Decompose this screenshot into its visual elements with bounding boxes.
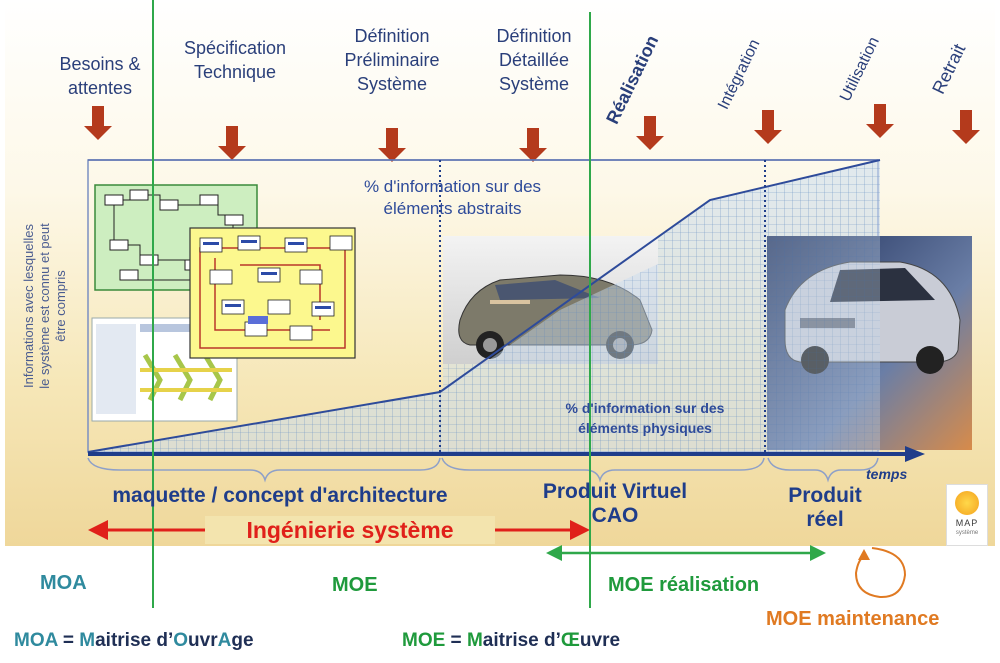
role-moe-realisation: MOE réalisation (608, 574, 760, 596)
role-moe: MOE (332, 574, 378, 596)
role-moa: MOA (40, 572, 87, 594)
label-maquette: maquette / concept d'architecture (112, 484, 448, 507)
map-logo-subtext: système (955, 530, 979, 536)
phase-definition-detaillee: Définition Détaillée Système (496, 26, 572, 94)
phase-arrow-realisation (636, 116, 664, 150)
phase-definition-preliminaire: Définition Préliminaire Système (344, 26, 440, 94)
legend-segment: uvr (188, 630, 218, 651)
phase-arrow-definition-detaillee (519, 128, 547, 162)
map-logo-text: MAP (955, 518, 979, 528)
phase-arrow-utilisation (866, 104, 894, 138)
label-y-axis: Informations avec lesquelles le système … (21, 223, 68, 389)
phase-arrow-retrait (952, 110, 980, 144)
legend-segment: aitrise d’ (482, 630, 561, 651)
legend-segment: M (466, 630, 483, 651)
label-produit-reel: Produit réel (788, 484, 862, 531)
label-abstract-info: % d'information sur des éléments abstrai… (363, 177, 542, 218)
brace-reel (767, 457, 879, 483)
legend-segment: MOE (402, 630, 446, 651)
phase-arrow-specification (218, 126, 246, 160)
map-logo: MAP système (946, 484, 988, 546)
legend-segment: uvre (579, 630, 621, 651)
information-curve (87, 159, 881, 453)
legend-moe-definition: MOE = Maitrise d’Œuvre (402, 630, 620, 652)
legend-segment: MOA (14, 630, 58, 651)
label-physical-info: % d'information sur des éléments physiqu… (565, 400, 725, 436)
phase-arrow-definition-preliminaire (378, 128, 406, 162)
brace-virtuel (441, 457, 765, 483)
legend-segment: aitrise d’ (95, 630, 174, 651)
legend-segment: = (57, 630, 80, 651)
legend-segment: Œ (560, 630, 580, 651)
phase-arrow-besoins (84, 106, 112, 140)
legend-segment: = (445, 630, 467, 651)
role-moe-maintenance: MOE maintenance (766, 608, 940, 630)
legend-segment: O (173, 630, 189, 651)
label-produit-virtuel: Produit Virtuel CAO (542, 480, 688, 527)
phase-specification: Spécification Technique (183, 38, 287, 82)
phase-arrow-integration (754, 110, 782, 144)
phase-besoins: Besoins & attentes (59, 54, 141, 98)
system-diagram-thumbnails (91, 184, 356, 422)
label-ingenierie-systeme: Ingénierie système (205, 516, 495, 544)
information-area (88, 160, 880, 452)
maintenance-loop-icon (854, 547, 907, 599)
legend-segment: M (79, 630, 96, 651)
label-time-axis: temps (866, 466, 908, 482)
legend-segment: A (217, 630, 232, 651)
brace-maquette (87, 457, 441, 483)
legend-segment: ge (231, 630, 254, 651)
legend-moa-definition: MOA = Maitrise d’OuvrAge (14, 630, 254, 652)
sun-icon (955, 491, 979, 515)
